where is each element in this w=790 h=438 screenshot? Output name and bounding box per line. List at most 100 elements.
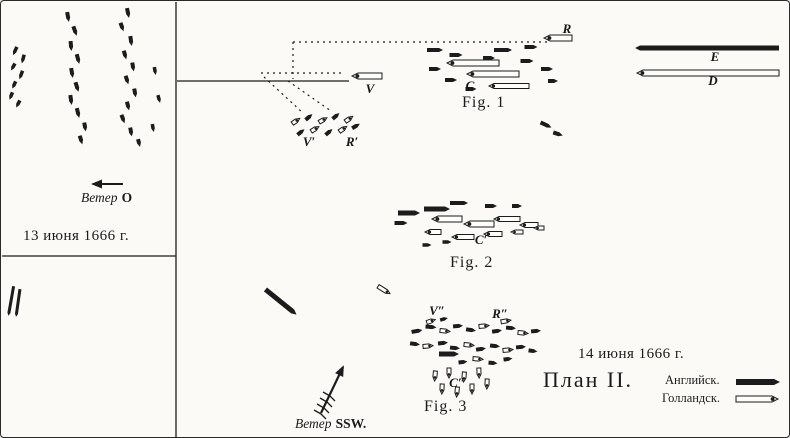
dutch-ship: [463, 341, 476, 348]
english-ship: [445, 78, 457, 82]
dutch-ship: [517, 329, 530, 336]
english-ship: [520, 59, 534, 63]
english-ship: [12, 46, 19, 56]
english-ship: [530, 328, 541, 334]
dutch-ship: [502, 347, 515, 354]
plan-title: План II.: [543, 367, 634, 392]
wind-word-east: Ветер: [81, 190, 118, 205]
english-ship: [424, 206, 450, 212]
english-ship: [488, 360, 498, 366]
english-ship: [124, 101, 131, 111]
english-ship: [119, 114, 126, 124]
english-ship: [552, 130, 563, 137]
english-ship: [411, 328, 423, 334]
dutch-ship: [423, 229, 442, 235]
english-ship: [394, 221, 408, 225]
english-ship: [150, 123, 155, 132]
dutch-ship: [445, 59, 500, 67]
english-ship: [74, 107, 81, 118]
caption-fig1: Fig. 1: [462, 94, 506, 111]
english-ship: [71, 25, 78, 36]
dutch-ship: [430, 215, 463, 223]
english-ship: [449, 53, 463, 57]
dutch-ship: [317, 117, 328, 125]
english-ship: [512, 204, 522, 208]
dutch-ship: [532, 225, 545, 231]
english-ship: [9, 91, 15, 100]
track-lines-layer: [2, 2, 551, 437]
english-ship: [422, 243, 432, 247]
dutch-ship: [454, 386, 460, 399]
track-dotted-diag2: [287, 80, 332, 112]
english-ship: [16, 99, 22, 108]
dutch-ship: [432, 370, 438, 383]
english-ship: [489, 343, 500, 349]
dutch-ship: [487, 83, 530, 89]
wind-arrow-ssw: [313, 365, 344, 420]
english-ship: [68, 40, 74, 51]
english-ship: [21, 54, 26, 64]
english-ship: [548, 79, 558, 83]
english-ship: [437, 340, 448, 346]
english-ship: [331, 113, 340, 121]
dutch-ship: [343, 115, 354, 124]
dutch-ship: [350, 72, 383, 80]
dutch-ship: [469, 383, 475, 396]
english-ship: [136, 138, 141, 147]
english-ship: [491, 328, 502, 334]
english-ship: [152, 66, 157, 75]
dutch-ship: [472, 356, 485, 362]
dutch-ship: [478, 323, 491, 330]
date-left: 13 июня 1666 г.: [23, 228, 130, 244]
english-ship: [442, 240, 452, 244]
english-ship: [77, 135, 84, 145]
english-ship: [123, 75, 130, 85]
english-ship: [121, 50, 128, 60]
dutch-ship: [500, 318, 513, 325]
english-ship: [458, 359, 468, 365]
english-ship: [505, 325, 516, 331]
english-ship: [439, 351, 459, 357]
dutch-ship: [450, 234, 475, 240]
english-ship: [515, 344, 526, 350]
dutch-ship: [465, 70, 520, 78]
english-ship: [128, 127, 134, 137]
dutch-ship: [439, 327, 452, 334]
english-ship: [118, 22, 125, 32]
dutch-ship: [376, 283, 391, 295]
arrow-fletching: [313, 391, 336, 420]
ships-layer: [7, 7, 780, 403]
english-ship: [524, 45, 538, 49]
english-ship: [483, 56, 495, 60]
english-ship: [65, 11, 71, 22]
english-ship: [68, 94, 74, 105]
english-ship: [425, 324, 437, 330]
english-ship: [736, 379, 780, 385]
english-ship: [541, 67, 553, 71]
english-ship: [351, 123, 360, 130]
english-ship: [69, 67, 75, 78]
dutch-ship: [462, 220, 495, 228]
dutch-ship: [309, 126, 320, 134]
english-ship: [429, 67, 441, 71]
wind-word-ssw: Ветер: [295, 416, 332, 431]
date-right: 14 июня 1666 г.: [578, 346, 685, 362]
english-ship: [528, 348, 538, 354]
english-ship: [485, 204, 497, 208]
english-ship: [449, 345, 460, 351]
english-ship: [128, 35, 134, 46]
wind-direction-east: O: [121, 190, 133, 205]
english-ship: [494, 48, 512, 52]
dutch-ship: [482, 231, 503, 237]
dutch-ship: [484, 378, 490, 391]
english-ship: [439, 317, 448, 322]
english-ship: [82, 122, 88, 132]
legend-label-dutch: Голландск.: [662, 391, 721, 405]
caption-fig2: Fig. 2: [450, 254, 494, 271]
english-ship: [74, 53, 81, 64]
dutch-ship: [509, 229, 524, 235]
english-ship: [539, 120, 552, 128]
dutch-ship: [492, 216, 521, 222]
